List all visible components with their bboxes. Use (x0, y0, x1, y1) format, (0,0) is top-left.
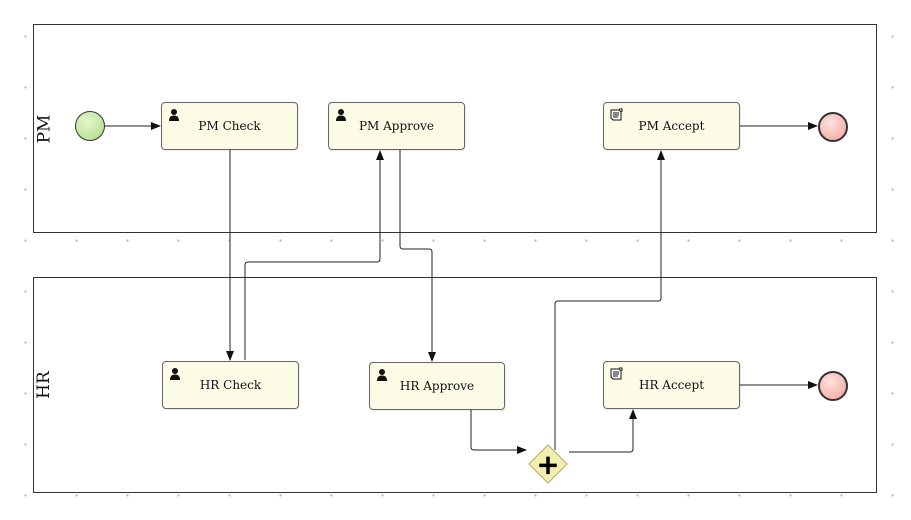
task-label: HR Check (199, 378, 262, 392)
flow-pm-approve-to-hr-approve[interactable] (399, 150, 436, 362)
task-hr-approve[interactable]: HR Approve (369, 362, 505, 410)
task-hr-accept[interactable]: HR Accept (603, 361, 740, 409)
task-hr-check[interactable]: HR Check (162, 361, 299, 409)
flow-gateway-to-pm-accept[interactable] (554, 150, 665, 450)
flow-hr-approve-to-gateway[interactable] (470, 410, 527, 454)
user-icon (169, 109, 179, 121)
task-pm-check[interactable]: PM Check (161, 102, 298, 150)
end-event-pm[interactable] (818, 112, 848, 142)
flow-hr-check-to-pm-approve[interactable] (244, 150, 384, 360)
user-icon (377, 369, 387, 381)
task-pm-approve[interactable]: PM Approve (328, 102, 465, 150)
user-icon (336, 109, 346, 121)
end-event-hr[interactable] (818, 371, 848, 401)
user-icon (170, 368, 180, 380)
flow-gateway-to-hr-accept[interactable] (569, 409, 637, 453)
script-icon (610, 367, 623, 380)
task-label: PM Check (198, 119, 261, 133)
script-icon (610, 108, 623, 121)
task-label: HR Approve (399, 379, 475, 393)
start-event[interactable] (75, 111, 105, 141)
plus-icon (539, 456, 557, 475)
task-label: PM Approve (358, 119, 435, 133)
task-label: PM Accept (638, 119, 705, 133)
parallel-gateway[interactable] (528, 444, 568, 484)
task-label: HR Accept (638, 378, 705, 392)
task-pm-accept[interactable]: PM Accept (603, 102, 740, 150)
